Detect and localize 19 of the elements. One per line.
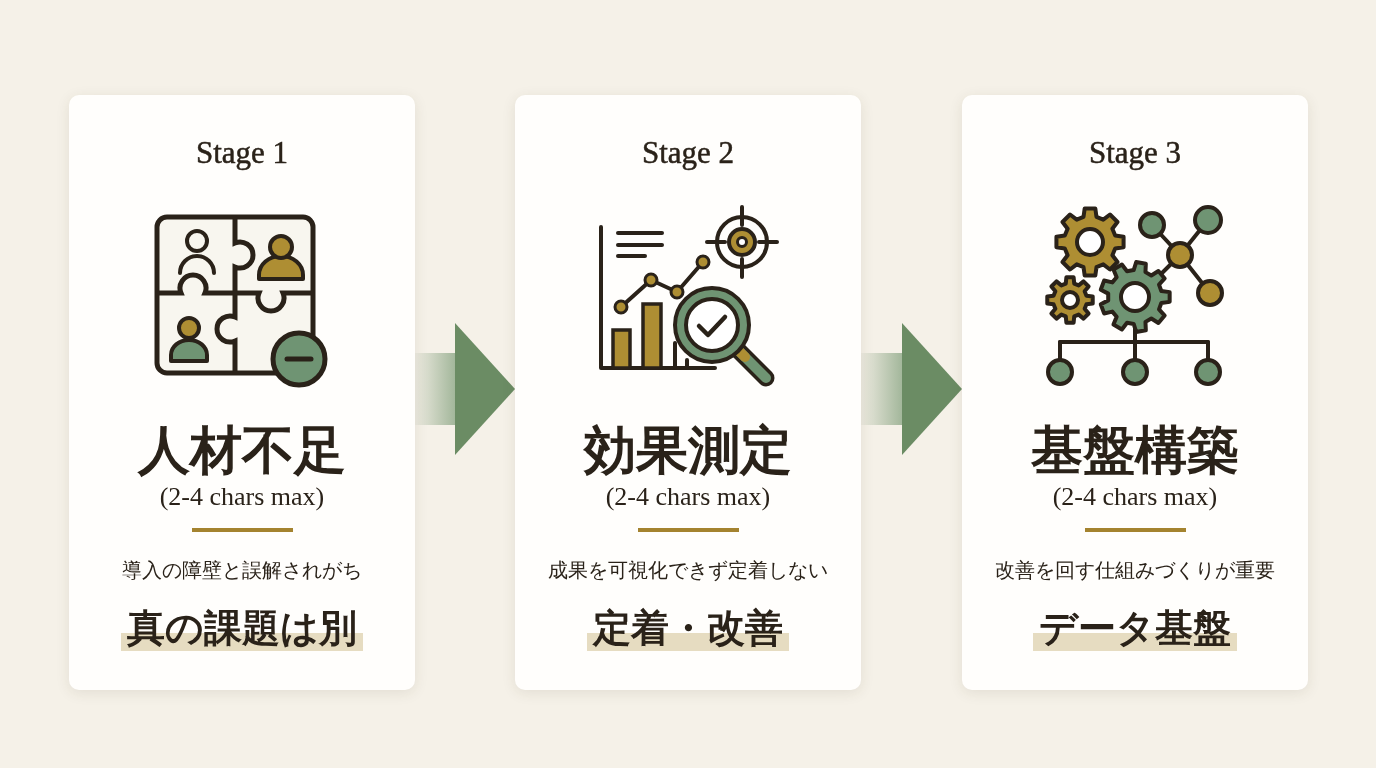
stage-label: Stage 1 <box>195 133 289 171</box>
hint-text: (2-4 chars max) <box>605 480 771 512</box>
stage-card <box>515 95 861 690</box>
arrow <box>415 323 515 455</box>
stage-title: 人材不足 <box>138 419 346 481</box>
description-text: 改善を回す仕組みづくりが重要 <box>995 558 1275 582</box>
stage-title: 効果測定 <box>584 419 792 481</box>
stage-label: Stage 2 <box>641 133 735 171</box>
stage-card <box>962 95 1308 690</box>
stage-card <box>69 95 415 690</box>
stage-label: Stage 3 <box>1088 133 1182 171</box>
arrow <box>861 323 962 455</box>
hint-text: (2-4 chars max) <box>159 480 325 512</box>
hint-text: (2-4 chars max) <box>1052 480 1218 512</box>
description-text: 成果を可視化できず定着しない <box>548 558 828 582</box>
description-text: 導入の障壁と誤解されがち <box>122 558 362 582</box>
stage-title: 基盤構築 <box>1031 419 1239 481</box>
highlighted-keyword: 定着・改善 <box>587 605 789 651</box>
highlighted-keyword: 真の課題は別 <box>121 605 363 651</box>
